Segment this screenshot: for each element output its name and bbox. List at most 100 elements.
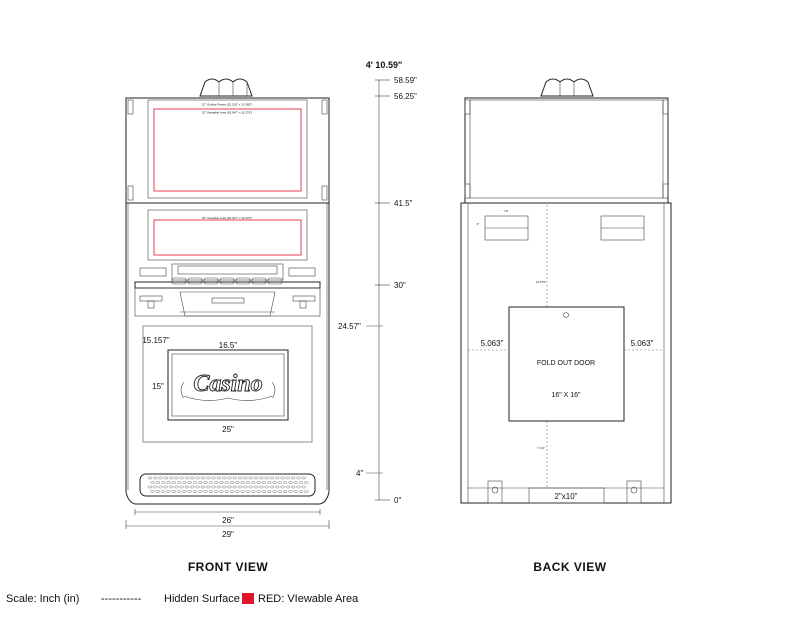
grill-hole bbox=[224, 490, 230, 493]
grill-hole bbox=[213, 481, 219, 484]
grill-hole bbox=[251, 481, 256, 484]
grill-hole bbox=[168, 476, 174, 480]
grill-hole bbox=[272, 481, 277, 484]
svg-text:4": 4" bbox=[356, 469, 363, 478]
grill-hole bbox=[171, 490, 177, 493]
grill-hole bbox=[171, 481, 177, 484]
red-swatch bbox=[242, 593, 254, 604]
back-right-foot bbox=[626, 480, 642, 504]
grill-hole bbox=[166, 490, 171, 493]
svg-text:24.57": 24.57" bbox=[338, 322, 361, 331]
grill-hole bbox=[208, 481, 214, 484]
grill-hole bbox=[216, 476, 222, 480]
grill-hole bbox=[253, 476, 259, 480]
svg-text:0": 0" bbox=[394, 496, 401, 505]
grill-hole bbox=[200, 485, 206, 489]
grill-hole bbox=[267, 481, 272, 484]
grill-hole bbox=[275, 485, 280, 489]
grill-hole bbox=[219, 490, 224, 493]
grill-hole bbox=[176, 490, 182, 493]
dim-7-5: 7.5" bbox=[503, 209, 508, 213]
front-view: 23" Outline Frame (22.319" x 13.365") 23… bbox=[125, 78, 330, 574]
grill-hole bbox=[261, 481, 267, 484]
tick-58: 58.59" bbox=[375, 76, 417, 85]
grill-hole bbox=[155, 481, 161, 484]
back-left-foot bbox=[487, 480, 503, 504]
grill-hole bbox=[240, 490, 245, 493]
grill-hole bbox=[158, 485, 163, 489]
grill-hole bbox=[160, 490, 166, 493]
grill-hole bbox=[147, 476, 153, 480]
front-top-screen-frame bbox=[147, 99, 308, 199]
grill-hole bbox=[206, 476, 211, 480]
tick-56: 56.25" bbox=[375, 92, 417, 101]
grill-hole bbox=[301, 485, 306, 489]
grill-hole bbox=[203, 481, 208, 484]
grill-hole bbox=[253, 485, 259, 489]
grill-hole bbox=[153, 476, 158, 480]
grill-hole bbox=[166, 481, 171, 484]
grill-hole bbox=[285, 485, 290, 489]
grill-hole bbox=[259, 485, 264, 489]
grill-hole bbox=[229, 481, 235, 484]
grill-hole bbox=[277, 490, 282, 493]
panel-height-label: 15.157" bbox=[142, 336, 169, 345]
door-label: FOLD OUT DOOR bbox=[537, 360, 595, 367]
legend-hidden-surface: Hidden Surface bbox=[164, 593, 240, 605]
grill-hole bbox=[296, 485, 301, 489]
back-lower-cabinet bbox=[460, 202, 672, 504]
grill-hole bbox=[184, 485, 190, 489]
grill-hole bbox=[187, 490, 192, 493]
grill-hole bbox=[232, 485, 238, 489]
grill-hole bbox=[192, 490, 198, 493]
legend-hidden-dash: ----------- bbox=[101, 593, 142, 605]
grill-hole bbox=[213, 490, 219, 493]
grill-hole bbox=[179, 485, 185, 489]
grill-hole bbox=[245, 490, 251, 493]
grill-hole bbox=[293, 490, 298, 493]
tick-0: 0" bbox=[375, 496, 401, 505]
grill-hole bbox=[304, 481, 309, 484]
grill-hole bbox=[256, 490, 261, 493]
door-lock-icon bbox=[563, 312, 569, 318]
grill-hole bbox=[237, 485, 243, 489]
glass-width-label: 16.5" bbox=[219, 341, 238, 350]
grill-hole bbox=[150, 490, 155, 493]
front-bottom-viewable-area bbox=[153, 219, 302, 256]
front-bill-acceptor bbox=[179, 291, 276, 317]
grill-hole bbox=[158, 476, 163, 480]
grill-hole bbox=[224, 481, 230, 484]
back-bottom-vent bbox=[528, 487, 605, 504]
top-frame-label: 23" Outline Frame (22.319" x 13.365") bbox=[202, 103, 253, 107]
width-26-label: 26" bbox=[222, 516, 234, 525]
svg-text:41.5": 41.5" bbox=[394, 199, 413, 208]
inner-width-label: 25" bbox=[222, 425, 234, 434]
front-speaker-grill bbox=[139, 473, 316, 497]
height-scale: 4' 10.59" 58.59" 56.25" 41.5" 30" 24.57"… bbox=[338, 60, 417, 505]
front-button-panel bbox=[171, 263, 284, 281]
grill-hole bbox=[235, 490, 240, 493]
legend: Scale: Inch (in) ----------- Hidden Surf… bbox=[6, 593, 359, 605]
grill-hole bbox=[264, 476, 269, 480]
grill-hole bbox=[163, 485, 169, 489]
grill-hole bbox=[163, 476, 169, 480]
grill-hole bbox=[269, 476, 275, 480]
grill-hole bbox=[290, 485, 296, 489]
back-topper bbox=[540, 78, 594, 97]
svg-text:56.25": 56.25" bbox=[394, 92, 417, 101]
back-view-title: BACK VIEW bbox=[533, 560, 606, 574]
grill-hole bbox=[160, 481, 166, 484]
grill-hole bbox=[282, 490, 288, 493]
grill-hole bbox=[248, 476, 253, 480]
grill-hole bbox=[182, 490, 187, 493]
left-offset-label: 5.063" bbox=[481, 339, 504, 348]
grill-hole bbox=[256, 481, 261, 484]
grill-hole bbox=[235, 481, 240, 484]
grill-hole bbox=[293, 481, 298, 484]
dim-14-375: 14.375" bbox=[536, 280, 546, 284]
svg-text:30": 30" bbox=[394, 281, 406, 290]
legend-red-viewable: RED: VIewable Area bbox=[258, 593, 359, 605]
grill-hole bbox=[176, 481, 182, 484]
grill-hole bbox=[184, 476, 190, 480]
grill-hole bbox=[211, 485, 216, 489]
